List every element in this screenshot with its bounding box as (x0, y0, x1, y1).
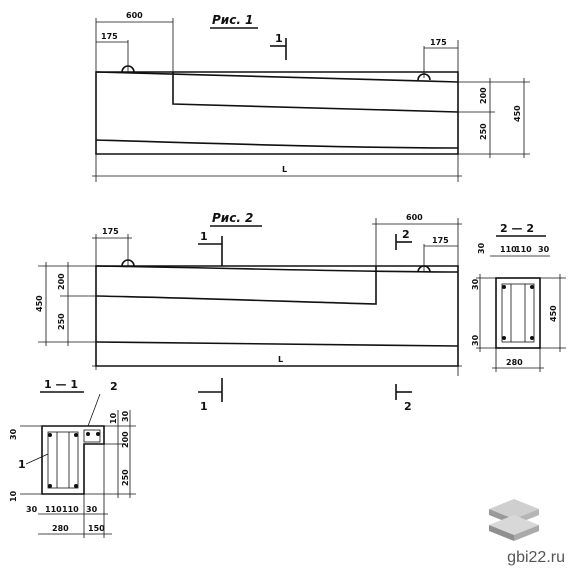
section-2-2-title: 2 — 2 (500, 222, 534, 235)
figure-1-dim-450: 450 (513, 105, 522, 122)
section-2-2-dim-30-bottom: 30 (471, 334, 480, 346)
figure-2-dim-250: 250 (57, 313, 66, 330)
section-1-1-rebar (48, 433, 52, 437)
figure-2-cut-mark-2-bottom: 2 (404, 400, 412, 413)
watermark-text: gbi22.ru (507, 549, 565, 566)
section-1-1-dim-30-top: 30 (9, 428, 18, 440)
figure-2-title: Рис. 2 (212, 211, 253, 225)
section-2-2-cage (501, 283, 535, 343)
figure-1-dim-200: 200 (479, 87, 488, 104)
figure-2-beam-outline (95, 265, 459, 367)
section-1-1-rebar (48, 484, 52, 488)
figure-2-beam-top-edge (95, 265, 459, 273)
section-1-1-dim-30-a: 30 (26, 505, 38, 514)
section-1-1-callout-1: 1 (18, 458, 26, 471)
section-1-1-dim-280: 280 (52, 524, 69, 533)
section-2-2-dim-30-right: 30 (538, 245, 550, 254)
section-2-2-rebar (502, 285, 506, 289)
section-1-1-rebar (86, 432, 90, 436)
figure-1-dim-600: 600 (126, 11, 143, 20)
section-2-2-rebar (530, 336, 534, 340)
section-1-1-cage (47, 431, 79, 489)
section-1-1-cut-mark-2: 2 (110, 380, 118, 393)
section-1-1: 1 — 1 2 1 30 10 10 30 200 250 (9, 378, 136, 538)
figure-2-dim-175-left: 175 (102, 227, 119, 236)
section-2-2-dim-30-top: 30 (471, 278, 480, 290)
section-2-2-dim-280: 280 (506, 358, 523, 367)
figure-1-dim-175-left: 175 (101, 32, 118, 41)
figure-2: Рис. 2 175 600 175 1 1 2 (35, 211, 462, 413)
figure-1-dim-250: 250 (479, 123, 488, 140)
stacked-slabs-logo-icon (489, 499, 539, 541)
figure-1-beam-bottom-edge (95, 139, 459, 149)
section-1-1-dim-200: 200 (121, 431, 130, 448)
section-1-1-dim-10: 10 (109, 412, 118, 424)
section-1-1-rebar (74, 484, 78, 488)
figure-1-beam-top-edge (95, 71, 459, 83)
figure-2-dim-L: L (278, 355, 283, 364)
section-1-1-dim-250: 250 (121, 469, 130, 486)
figure-2-dim-600: 600 (406, 213, 423, 222)
section-2-2-rebar (530, 285, 534, 289)
figure-1-dim-L: L (282, 165, 287, 174)
figure-2-dim-450: 450 (35, 295, 44, 312)
section-2-2: 2 — 2 30 110 110 30 30 30 450 280 (471, 222, 566, 372)
figure-2-cut-mark-2-top: 2 (402, 228, 410, 241)
figure-2-step-line (95, 266, 377, 305)
figure-1: Рис. 1 600 175 175 1 20 (92, 11, 530, 182)
figure-2-cut-mark-bottom: 1 (200, 400, 208, 413)
figure-1-cut-mark: 1 (275, 32, 283, 45)
section-1-1-dim-30-r: 30 (121, 410, 130, 422)
section-2-2-outline (495, 277, 541, 349)
section-2-2-dim-110-a: 110 (500, 245, 517, 254)
section-1-1-dim-10-bottom: 10 (9, 490, 18, 502)
figure-1-step-line (172, 72, 459, 113)
section-1-1-rebar (74, 433, 78, 437)
section-2-2-dim-110-b: 110 (515, 245, 532, 254)
section-2-2-dim-450: 450 (549, 305, 558, 322)
section-1-1-dim-30-b: 30 (86, 505, 98, 514)
section-2-2-rebar (502, 336, 506, 340)
section-1-1-dim-110-a: 110 (45, 505, 62, 514)
figure-2-dim-200: 200 (57, 273, 66, 290)
section-1-1-dim-110-b: 110 (62, 505, 79, 514)
figure-1-dim-175-right: 175 (430, 38, 447, 47)
section-1-1-rebar (96, 432, 100, 436)
figure-2-cut-mark-top: 1 (200, 230, 208, 243)
figure-1-title: Рис. 1 (212, 13, 253, 27)
figure-2-beam-bottom-edge (95, 341, 459, 347)
section-1-1-title: 1 — 1 (44, 378, 78, 391)
section-1-1-top-cage (83, 429, 101, 443)
section-2-2-dim-30-left: 30 (477, 242, 486, 254)
section-1-1-dim-150: 150 (88, 524, 105, 533)
figure-2-dim-175-right: 175 (432, 236, 449, 245)
